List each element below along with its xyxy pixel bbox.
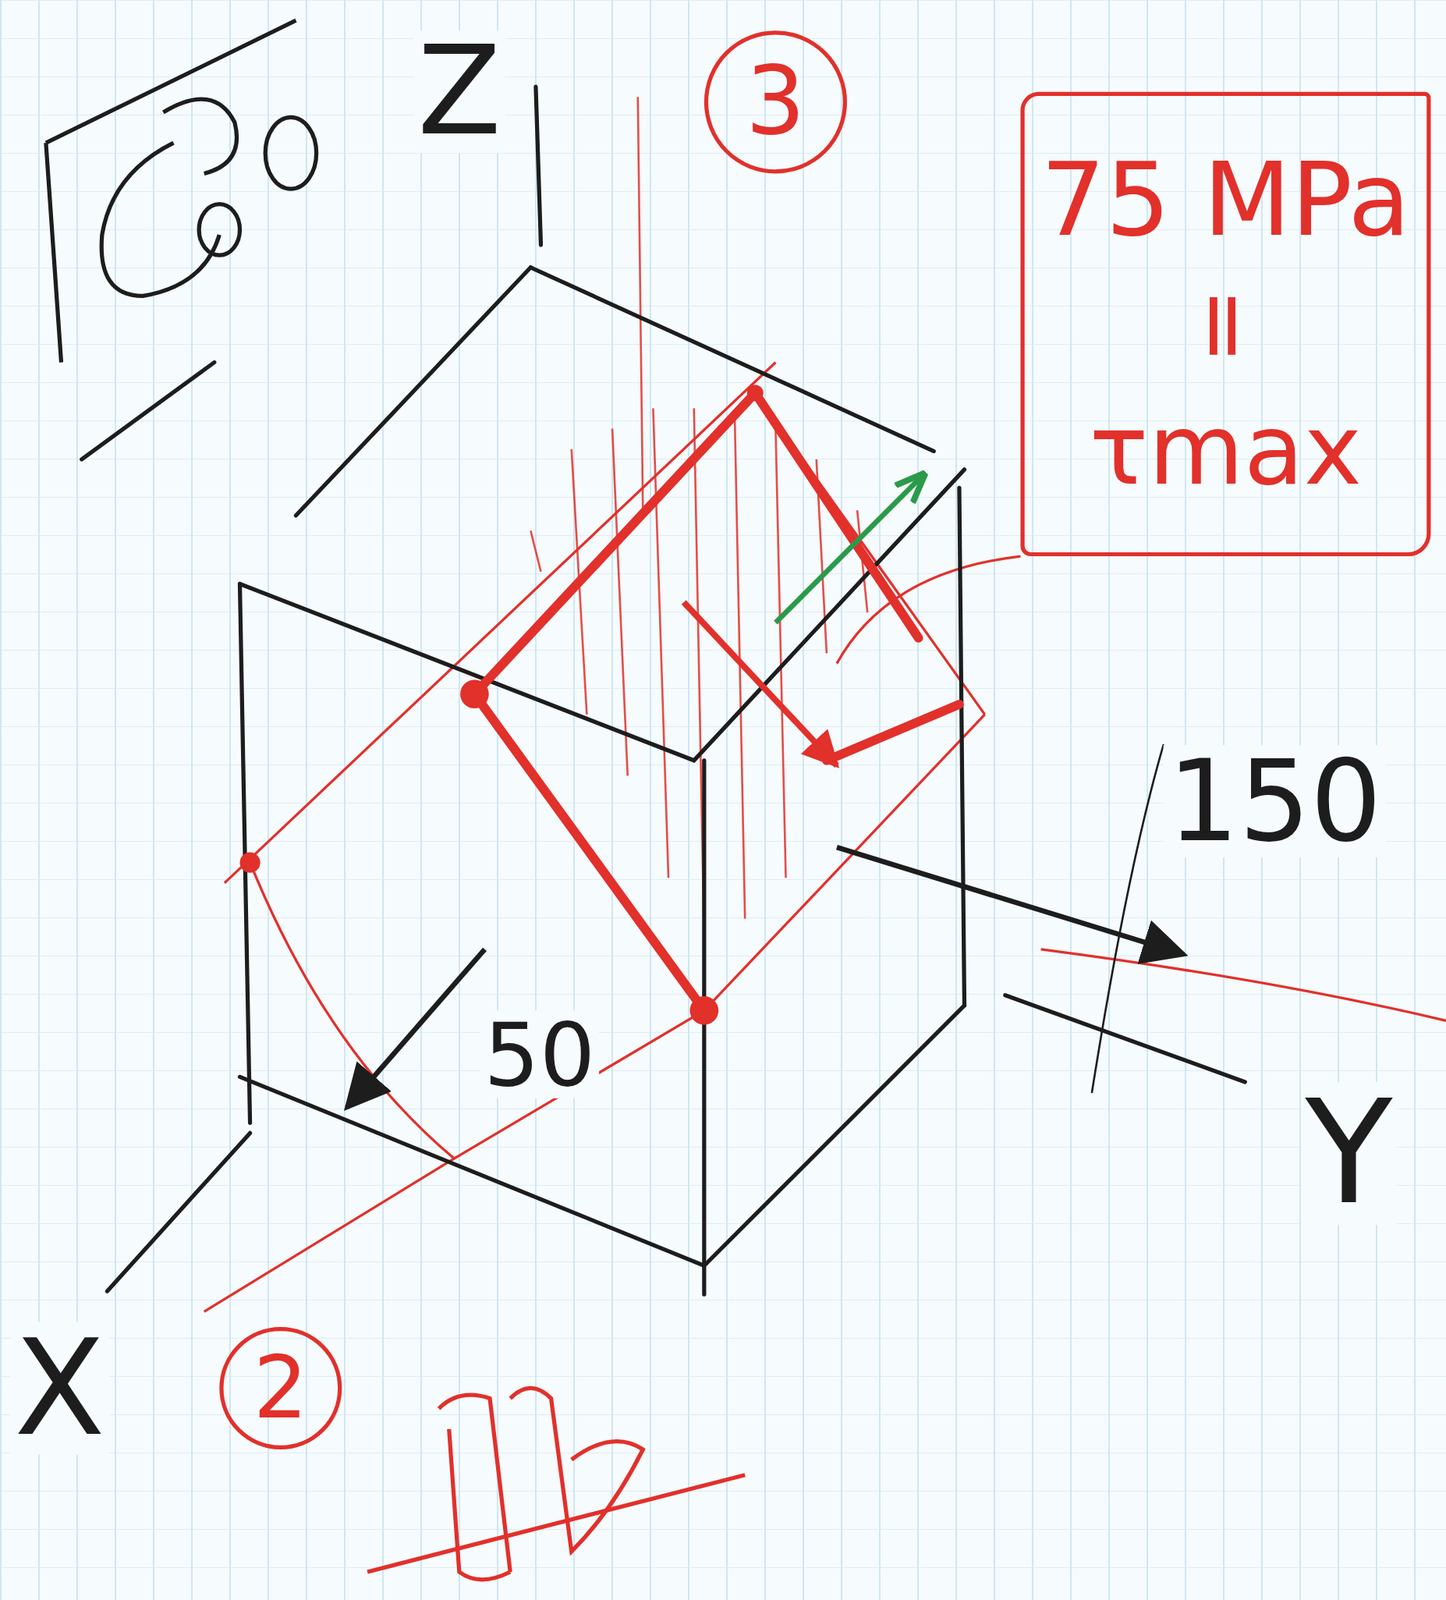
- plane-corner-dots: [239, 384, 763, 1025]
- result-box: 75 MPa = τmax: [1020, 92, 1431, 557]
- node-text: 75 MPa: [1040, 146, 1411, 254]
- node-text: τmax: [1089, 398, 1362, 502]
- callout-number: 2: [219, 1326, 342, 1450]
- plane-construction-lines: [204, 362, 1446, 1312]
- node-text: 2: [253, 1343, 309, 1433]
- doodle: [367, 1388, 745, 1580]
- axis-label: X: [10, 1321, 110, 1454]
- axis-label: Y: [1300, 1081, 1397, 1225]
- load-arrow-y: [836, 847, 1184, 954]
- axis-label: Z: [413, 30, 506, 153]
- plane-hatching: [530, 96, 868, 939]
- load-arrow-x: [347, 949, 486, 1108]
- inclined-plane: [474, 393, 960, 1011]
- callout-number: 3: [704, 30, 848, 174]
- normal-direction-arrow: [775, 474, 924, 623]
- node-text: =: [1177, 287, 1275, 366]
- doodle: [46, 20, 317, 362]
- dimension-value: 50: [479, 1010, 600, 1099]
- shear-stress-arrow: [684, 602, 837, 766]
- node-text: 3: [745, 53, 806, 152]
- dimension-value: 150: [1163, 744, 1386, 858]
- cube-outline: [81, 86, 1246, 1294]
